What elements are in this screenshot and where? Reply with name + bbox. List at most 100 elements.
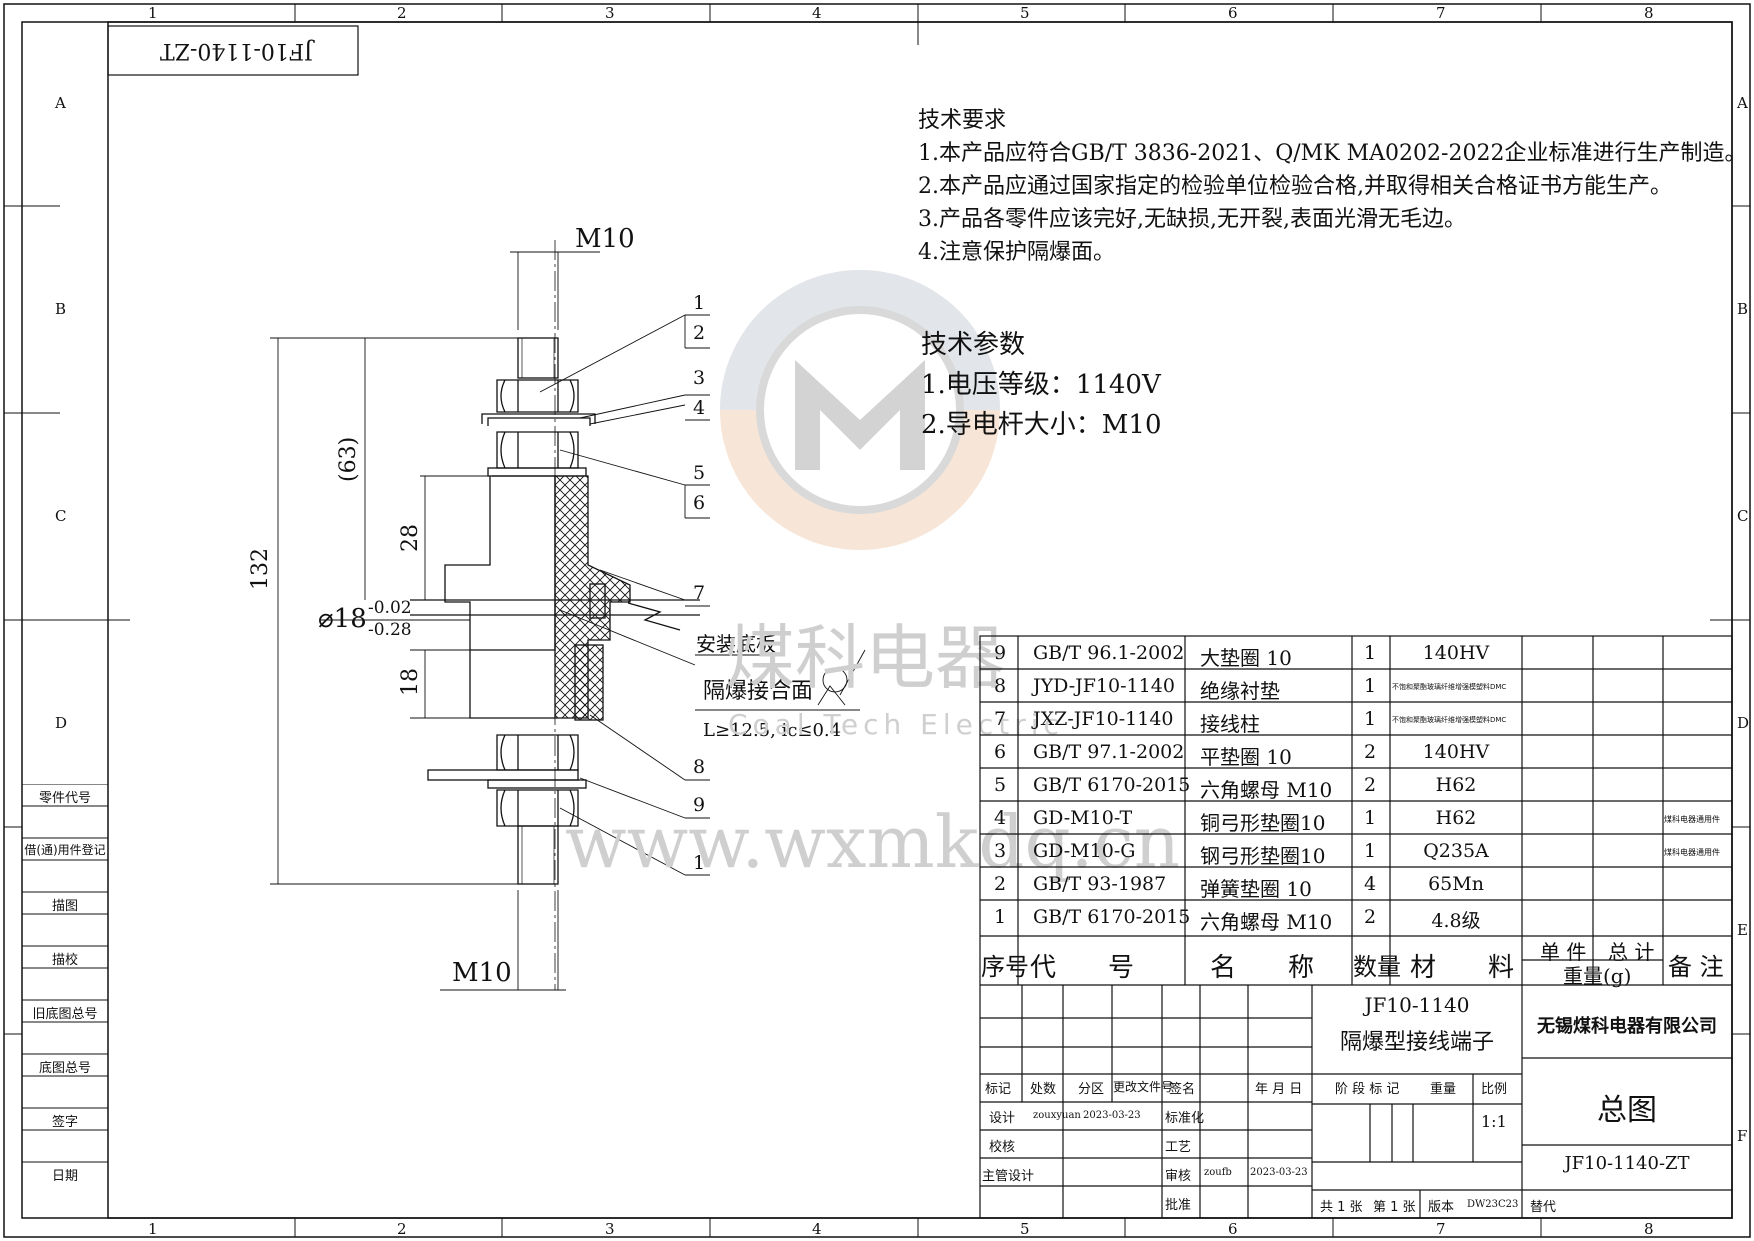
strip-part-code: 零件代号 <box>38 791 91 806</box>
watermark-brand-cn: 煤科电器 <box>725 617 1005 699</box>
balloon-8: 8 <box>693 756 706 778</box>
row-label: C <box>55 507 67 525</box>
tech-params: 技术参数 1.电压等级：1140V 2.导电杆大小：M10 <box>921 325 1162 445</box>
bom-code: GB/T 6170-2015 <box>1033 774 1191 796</box>
standardization-label: 标准化 <box>1165 1111 1205 1126</box>
bom-seq: 3 <box>994 840 1007 862</box>
col-label: 6 <box>1228 4 1238 22</box>
bom-material: Q235A <box>1423 840 1489 862</box>
bom-qty: 2 <box>1364 774 1377 796</box>
row-label: A <box>55 94 66 112</box>
scale-label: 比例 <box>1481 1082 1508 1097</box>
rev-header: 签名 <box>1169 1082 1196 1097</box>
drawing-title: 总图 <box>1597 1093 1657 1128</box>
bom-remark: 煤科电器通用件 <box>1664 848 1720 857</box>
balloon-1-bottom: 1 <box>693 852 706 874</box>
col-label: 7 <box>1436 4 1446 22</box>
balloon-3: 3 <box>693 367 706 389</box>
bom-qty: 1 <box>1364 840 1377 862</box>
bom-qty: 1 <box>1364 642 1377 664</box>
col-label: 5 <box>1020 1220 1030 1238</box>
bom-seq: 1 <box>994 906 1007 928</box>
weight-label: 重量 <box>1430 1082 1457 1097</box>
thread-bottom-label: M10 <box>452 958 512 988</box>
bom-name: 大垫圈 10 <box>1200 646 1292 670</box>
bom-qty: 1 <box>1364 708 1377 730</box>
strip-trace-check: 描校 <box>51 953 78 968</box>
row-label: C <box>1737 507 1749 525</box>
rev-header: 更改文件号 <box>1113 1080 1174 1094</box>
bom-seq: 5 <box>994 774 1007 796</box>
design-date: 2023-03-23 <box>1083 1110 1141 1121</box>
bom-material: H62 <box>1435 807 1477 829</box>
thread-top-label: M10 <box>575 224 635 254</box>
review-label: 审核 <box>1165 1169 1192 1184</box>
bom-name: 接线柱 <box>1200 712 1260 736</box>
bom-qty: 2 <box>1364 741 1377 763</box>
watermark-url: www.wxmkdq.cn <box>565 800 1181 884</box>
row-label: E <box>1737 921 1748 939</box>
row-label: D <box>1737 714 1750 732</box>
designer: zouxyuan <box>1033 1110 1081 1121</box>
strip-trace: 描图 <box>51 899 78 914</box>
balloon-5: 5 <box>693 462 706 484</box>
bom-name: 铜弓形垫圈10 <box>1200 811 1326 835</box>
tech-req-item: 3.产品各零件应该完好,无缺损,无开裂,表面光滑无毛边。 <box>918 207 1466 232</box>
bom-header-name: 名 称 <box>1210 953 1315 983</box>
col-label: 1 <box>148 1220 158 1238</box>
col-label: 1 <box>148 4 158 22</box>
product-code: JF10-1140 <box>1364 993 1470 1017</box>
stage-mark-label: 阶 段 标 记 <box>1335 1082 1400 1097</box>
bom-material: 4.8级 <box>1431 910 1481 932</box>
rev-header: 分区 <box>1078 1082 1105 1097</box>
company-name: 无锡煤科电器有限公司 <box>1537 1016 1717 1037</box>
tech-req-item: 2.本产品应通过国家指定的检验单位检验合格,并取得相关合格证书方能生产。 <box>918 174 1672 199</box>
bom-header-seq: 序号 <box>981 953 1029 981</box>
joint-spec-label: L≥12.5, ic≤0.4 <box>703 720 842 741</box>
bom-name: 六角螺母 M10 <box>1200 910 1333 934</box>
bom-name: 平垫圈 10 <box>1200 745 1292 769</box>
balloon-7: 7 <box>693 582 706 604</box>
bom-header-total-weight: 总 计 <box>1608 940 1655 964</box>
rev-header: 处数 <box>1030 1082 1057 1097</box>
design-label: 设计 <box>989 1111 1016 1126</box>
tech-params-title: 技术参数 <box>921 330 1026 360</box>
bom-seq: 6 <box>994 741 1007 763</box>
row-label: B <box>55 300 67 318</box>
process-label: 工艺 <box>1165 1140 1192 1155</box>
approve-label: 批准 <box>1165 1198 1192 1213</box>
review-date: 2023-03-23 <box>1250 1167 1308 1178</box>
bom-code: GD-M10-G <box>1033 840 1136 862</box>
strip-old-no: 旧底图总号 <box>32 1007 98 1022</box>
version-label: 版本 <box>1428 1200 1455 1215</box>
tech-req-item: 1.本产品应符合GB/T 3836-2021、Q/MK MA0202-2022企… <box>918 141 1747 166</box>
balloon-6: 6 <box>693 492 706 514</box>
bom-code: GD-M10-T <box>1033 807 1133 829</box>
bom-qty: 1 <box>1364 807 1377 829</box>
bom-name: 绝缘衬垫 <box>1200 679 1280 703</box>
strip-base-no: 底图总号 <box>38 1061 91 1076</box>
col-label: 5 <box>1020 4 1030 22</box>
bom-seq: 4 <box>994 807 1007 829</box>
bom-code: GB/T 97.1-2002 <box>1033 741 1185 763</box>
balloon-4: 4 <box>693 397 706 419</box>
col-label: 2 <box>397 1220 407 1238</box>
bom-code: JYD-JF10-1140 <box>1033 675 1175 697</box>
base-plate-label: 安装底板 <box>696 632 776 656</box>
balloon-1: 1 <box>693 292 706 314</box>
bom-header-material: 材 料 <box>1410 953 1515 983</box>
col-label: 6 <box>1228 1220 1238 1238</box>
bom-header-code: 代 号 <box>1030 953 1135 983</box>
tolerance-lower: -0.28 <box>368 620 412 640</box>
flameproof-joint-label: 隔爆接合面 <box>703 679 814 704</box>
check-label: 校核 <box>989 1140 1016 1155</box>
col-label: 4 <box>812 4 822 22</box>
bom-seq: 7 <box>994 708 1007 730</box>
replace-label: 替代 <box>1530 1200 1557 1215</box>
row-label: B <box>1737 300 1749 318</box>
balloon-9: 9 <box>693 794 706 816</box>
bom-seq: 8 <box>994 675 1007 697</box>
tech-requirements: 技术要求 1.本产品应符合GB/T 3836-2021、Q/MK MA0202-… <box>918 104 1746 269</box>
